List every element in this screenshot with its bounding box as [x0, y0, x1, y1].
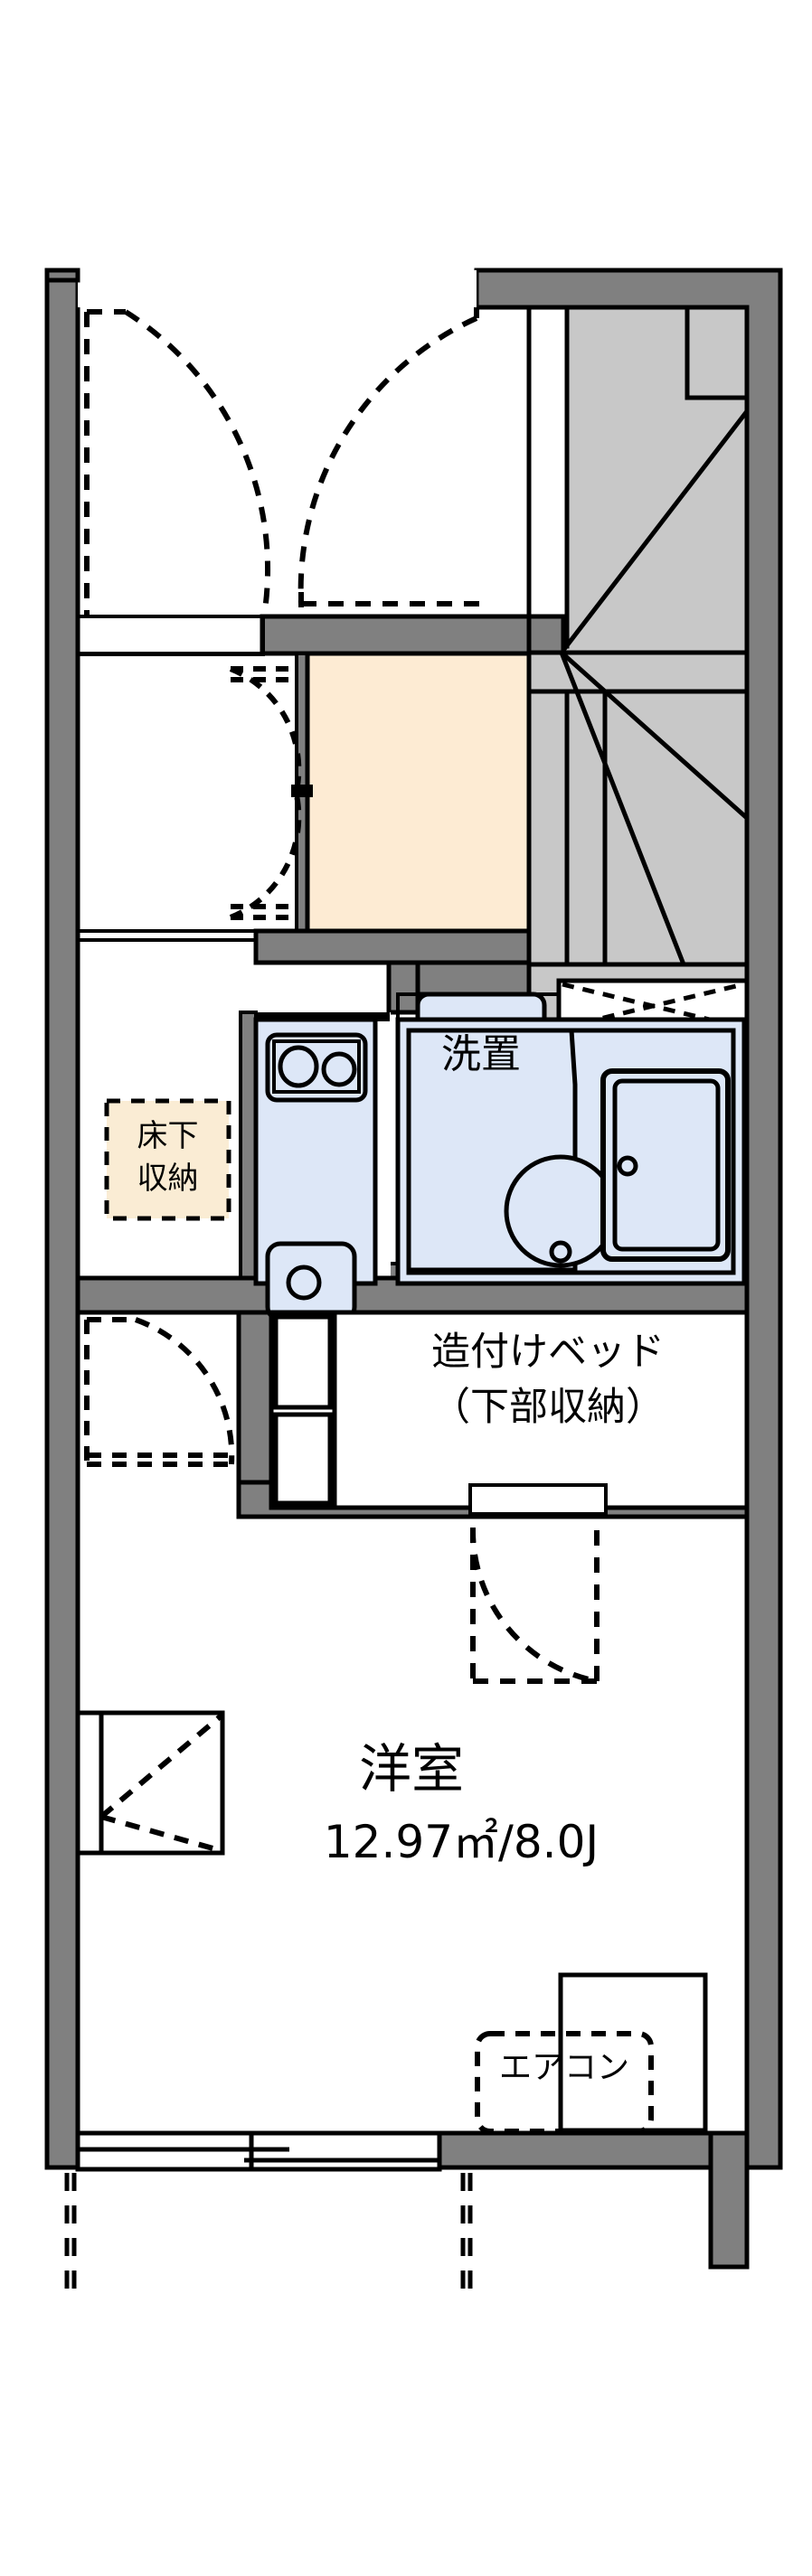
label-western-room-area: 12.97㎡/8.0J: [323, 1816, 600, 1868]
label-built-in-bed-line1: 造付けベッド: [431, 1330, 665, 1375]
label-built-in-bed-line2: （下部収納）: [431, 1385, 665, 1430]
basin-drain: [549, 1240, 572, 1264]
kitchen: [253, 1012, 390, 1322]
genkan-double-door: [229, 666, 302, 920]
entrance-genkan: [305, 651, 532, 934]
under-floor-storage: [104, 1098, 231, 1221]
hallway-outlines: [76, 615, 298, 942]
balcony-window: [64, 2130, 473, 2296]
corner-window: [75, 1710, 225, 1856]
built-in-bed: [269, 1310, 750, 1510]
unit-bath: [395, 1017, 747, 1286]
room-door: [469, 1527, 600, 1684]
genkan-door-handle: [291, 785, 313, 797]
kitchen-drain: [286, 1264, 322, 1301]
bathtub-inner: [612, 1078, 721, 1252]
label-air-conditioner: エアコン: [498, 2049, 629, 2086]
label-under-floor-storage-line1: 床下: [137, 1118, 199, 1154]
stove-burner-large: [278, 1045, 319, 1088]
label-western-room-name: 洋室: [358, 1738, 464, 1800]
hall-door: [297, 307, 479, 616]
bathtub-drain: [617, 1155, 638, 1177]
label-under-floor-storage-line2: 収納: [137, 1161, 199, 1197]
room-door-opening: [468, 1483, 608, 1516]
air-conditioner: [475, 1972, 708, 2134]
stove-burner-small: [321, 1051, 357, 1087]
left-door: [84, 1317, 235, 1467]
label-washing-machine: 洗置: [441, 1031, 521, 1077]
entrance-door: [84, 309, 270, 617]
